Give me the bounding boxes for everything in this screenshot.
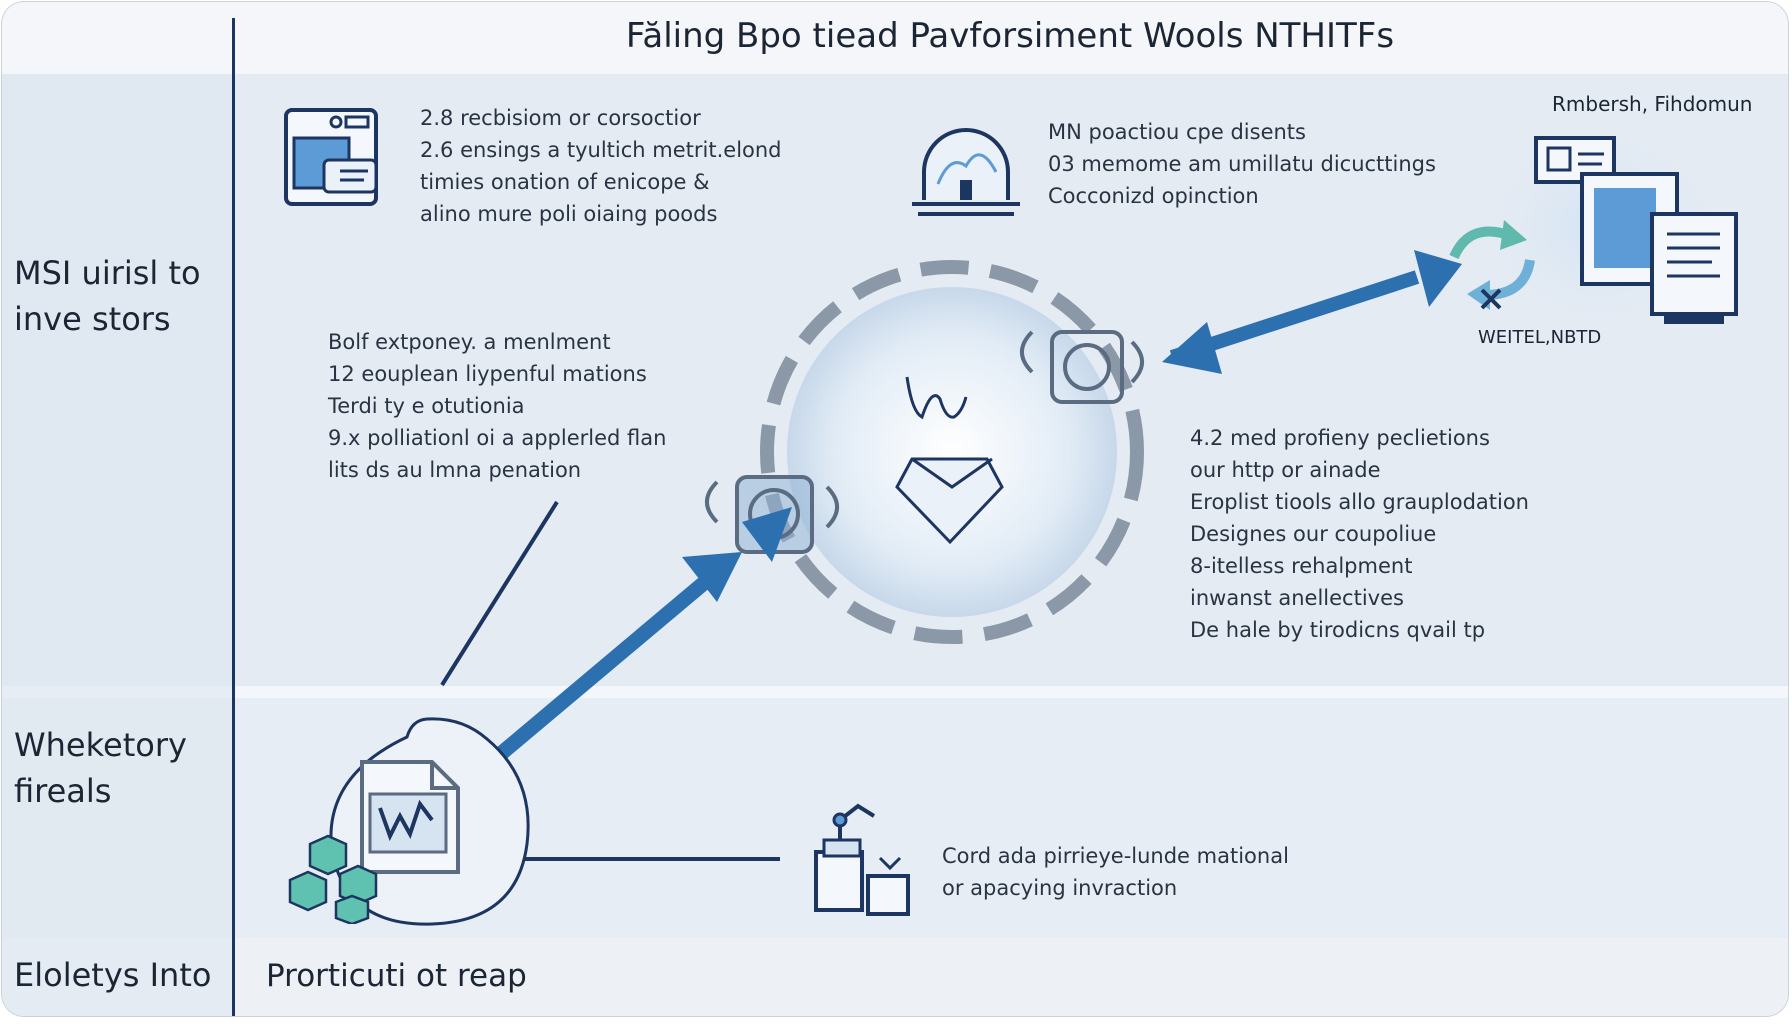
separator-band <box>2 686 1788 698</box>
sync-arrows-icon <box>1449 220 1535 310</box>
connector-line-upper <box>440 500 559 687</box>
label-investors: MSI uirisl to inve stors <box>14 250 201 342</box>
text-block-top-left: 2.8 recbisiom or corsoctior 2.6 ensings … <box>420 102 782 230</box>
text-block-right: 4.2 med profieny peclietions our http or… <box>1190 422 1529 646</box>
bidirectional-arrow <box>1162 250 1462 374</box>
text-line: alino mure poli oiaing poods <box>420 202 718 226</box>
left-column <box>2 74 232 1016</box>
text-line: Cocconizd opinction <box>1048 184 1259 208</box>
text-line: 2.6 ensings a tyultich metrit.elond <box>420 138 782 162</box>
document-window-icon <box>284 108 378 206</box>
diagram-title: Făling Bpo tiead Pavforsiment Wools NTHI… <box>625 16 1395 56</box>
growth-arrow <box>492 507 792 763</box>
text-block-bottom: Cord ada pirrieye-lunde mational or apac… <box>942 840 1289 904</box>
text-line: Cord ada pirrieye-lunde mational <box>942 844 1289 868</box>
text-line: 9.x polliationl oi a applerled flan <box>328 426 667 450</box>
text-line: 03 memome am umillatu dicucttings <box>1048 152 1436 176</box>
text-line: inwanst anellectives <box>1190 586 1404 610</box>
text-line: timies onation of enicope & <box>420 170 710 194</box>
central-hub-icon <box>760 260 1144 644</box>
text-block-middle-left: Bolf extponey. a menlment 12 eouplean li… <box>328 326 666 486</box>
robot-arm-icon <box>814 803 910 916</box>
text-line: Bolf extponey. a menlment <box>328 330 611 354</box>
label-investors-line-1: MSI uirisl to <box>14 254 201 292</box>
text-line: 8-itelless rehalpment <box>1190 554 1413 578</box>
text-line: De hale by tirodicns qvail tp <box>1190 618 1486 642</box>
computer-network-icon <box>1534 136 1738 324</box>
label-whoketory-line-1: Wheketory <box>14 726 187 764</box>
dome-building-icon <box>912 128 1020 216</box>
text-line: MN poactiou cpe disents <box>1048 120 1306 144</box>
text-line: Terdi ty e otutionia <box>328 394 525 418</box>
label-whoketory: Wheketory fireals <box>14 722 187 814</box>
text-line: 2.8 recbisiom or corsoctior <box>420 106 701 130</box>
text-line: 4.2 med profieny peclietions <box>1190 426 1490 450</box>
label-whoketory-line-2: fireals <box>14 772 112 810</box>
text-line: or apacying invraction <box>942 876 1178 900</box>
file-chart-icon <box>360 760 460 874</box>
cubes-icon <box>288 834 378 924</box>
label-footer-left: Eloletys Into <box>14 956 212 994</box>
text-line: lits ds au lmna penation <box>328 458 582 482</box>
label-investors-line-2: inve stors <box>14 300 171 338</box>
label-top-right: Rmbersh, Fihdomun <box>1552 92 1753 116</box>
text-block-top-center: MN poactiou cpe disents 03 memome am umi… <box>1048 116 1436 212</box>
title-band <box>2 2 1788 74</box>
text-line: our http or ainade <box>1190 458 1381 482</box>
footer-main-text: Prorticuti ot reap <box>266 958 527 994</box>
text-line: Eroplist tiools allo grauplodation <box>1190 490 1529 514</box>
column-divider <box>232 18 235 1016</box>
text-line: 12 eouplean liypenful mations <box>328 362 647 386</box>
footer-band <box>2 938 1788 1016</box>
label-network: WEITEL,NBTD <box>1478 327 1602 348</box>
text-line: Designes our coupoliue <box>1190 522 1437 546</box>
